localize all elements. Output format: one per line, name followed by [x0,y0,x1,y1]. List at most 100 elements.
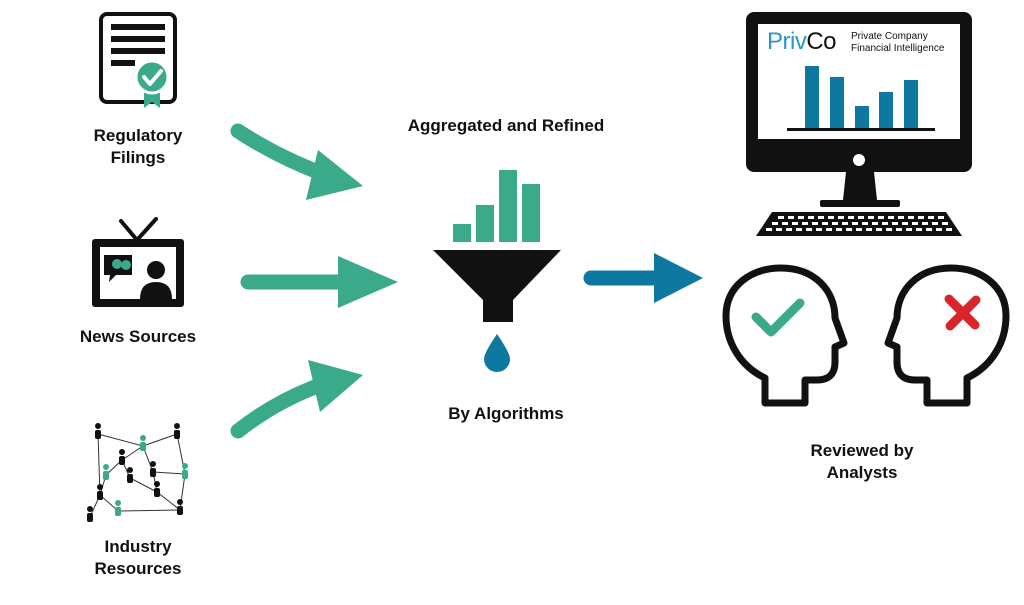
keyboard-key [916,228,922,231]
keyboard-key [898,216,904,219]
arrow-from-regulatory-filings [230,123,363,200]
computer-monitor-icon [746,12,972,207]
keyboard-key [932,222,938,225]
keyboard-key [838,216,844,219]
keyboard-icon [756,212,962,236]
keyboard-key [792,222,798,225]
keyboard-key [858,216,864,219]
keyboard-key [826,228,832,231]
keyboard-key [776,228,782,231]
keyboard-key [828,216,834,219]
keyboard-key [892,222,898,225]
keyboard-key [922,222,928,225]
person-node-head [127,467,133,473]
keyboard-key [812,222,818,225]
person-node-body [150,468,156,477]
keyboard-key [918,216,924,219]
person-node-head [140,435,146,441]
keyboard-key [906,228,912,231]
keyboard-key [796,228,802,231]
privco-tagline-line2: Financial Intelligence [851,43,945,54]
keyboard-key [902,222,908,225]
person-node-body [103,471,109,480]
person-node-head [119,449,125,455]
keyboard-key [846,228,852,231]
approved-head-icon [722,264,848,407]
process-label-algorithms: By Algorithms [448,404,564,423]
person-node-head [150,461,156,467]
keyboard-key [896,228,902,231]
source-label-regulatory-filings: Regulatory Filings [93,126,183,167]
keyboard-key [852,222,858,225]
keyboard-key [862,222,868,225]
person-node-body [182,470,188,479]
person-node-body [174,430,180,439]
output-label-reviewed: Reviewed by Analysts [810,441,914,482]
keyboard-key [876,228,882,231]
privco-logo-co: Co [806,28,837,55]
arrow-from-industry-resources [230,360,363,439]
keyboard-key [856,228,862,231]
keyboard-key [806,228,812,231]
keyboard-key [926,228,932,231]
person-node-body [119,456,125,465]
person-node-head [115,500,121,506]
keyboard-key [942,222,948,225]
keyboard-key [946,228,952,231]
keyboard-key [848,216,854,219]
privco-tagline-line1: Private Company [851,31,928,42]
privco-logo: PrivCo [767,28,837,56]
person-node-head [97,484,103,490]
person-node-body [140,442,146,451]
source-label-industry-resources: Industry Resources [94,537,182,578]
arrow-from-news-sources [240,256,398,308]
person-node-body [115,507,121,516]
keyboard-key [798,216,804,219]
keyboard-key [882,222,888,225]
keyboard-key [872,222,878,225]
privco-tagline: Private Company Financial Intelligence [851,31,944,55]
keyboard-key [788,216,794,219]
keyboard-key [766,228,772,231]
person-node-body [87,513,93,522]
keyboard-key [868,216,874,219]
person-node-head [174,423,180,429]
funnel-icon [433,170,561,372]
person-node-body [127,474,133,483]
keyboard-key [832,222,838,225]
certificate-icon [99,12,177,108]
keyboard-key [818,216,824,219]
person-node-head [95,423,101,429]
keyboard-key [782,222,788,225]
person-node-body [154,488,160,497]
keyboard-key [866,228,872,231]
person-node-head [182,463,188,469]
source-label-news-sources: News Sources [79,327,197,346]
keyboard-key [912,222,918,225]
keyboard-key [928,216,934,219]
person-node-head [87,506,93,512]
rejected-head-icon [884,264,1010,407]
process-label-aggregated: Aggregated and Refined [407,116,605,135]
person-node-head [154,481,160,487]
keyboard-key [842,222,848,225]
keyboard-key [802,222,808,225]
keyboard-key [886,228,892,231]
keyboard-key [822,222,828,225]
network-people-nodes [87,423,188,522]
keyboard-key [878,216,884,219]
keyboard-key [888,216,894,219]
keyboard-key [772,222,778,225]
tv-news-icon [92,217,184,307]
keyboard-key [786,228,792,231]
arrow-to-analysts [583,253,703,303]
keyboard-key [908,216,914,219]
person-node-head [177,499,183,505]
keyboard-key [808,216,814,219]
keyboard-key [816,228,822,231]
person-node-body [177,506,183,515]
person-node-head [103,464,109,470]
person-node-body [95,430,101,439]
